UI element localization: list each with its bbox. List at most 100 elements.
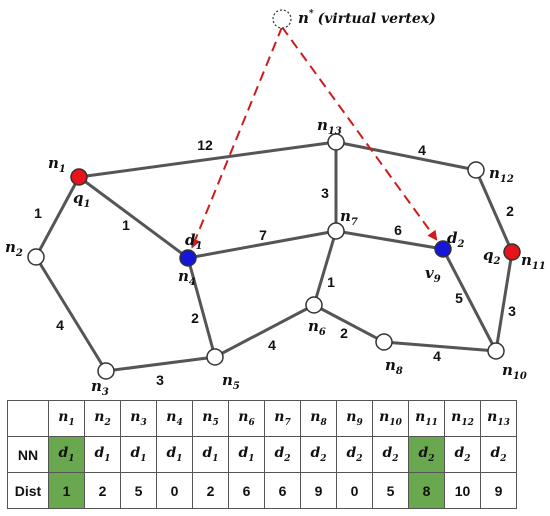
edge-weight-n7-n6: 1 xyxy=(327,274,335,290)
edge-n7-n9 xyxy=(335,229,444,251)
table-col-header-8: n8 xyxy=(300,400,337,437)
nodes-layer xyxy=(27,9,521,380)
table-cell: d2 xyxy=(444,436,481,473)
table-col-header-3: n3 xyxy=(120,400,157,437)
edge-n11-n10 xyxy=(494,251,514,352)
table-cell: 10 xyxy=(444,472,481,509)
edge-n8-n10 xyxy=(383,340,497,353)
table-col-header-5: n5 xyxy=(192,400,229,437)
table-cell: 0 xyxy=(156,472,193,509)
virtual-edge-to-n4 xyxy=(190,26,283,249)
node-n5 xyxy=(206,348,224,366)
edge-weight-n2-n3: 4 xyxy=(56,317,64,333)
virtual-vertex xyxy=(272,9,292,29)
table-cell: 1 xyxy=(48,472,85,509)
node-n13 xyxy=(327,133,345,151)
edge-n2-n3 xyxy=(34,256,108,372)
table-col-header-11: n11 xyxy=(408,400,445,437)
node-label-n11: n11 xyxy=(521,251,546,272)
edge-weight-n5-n6: 4 xyxy=(268,337,276,353)
edge-n7-n6 xyxy=(312,230,338,306)
table-row-label: NN xyxy=(7,436,49,473)
node-tag-n9: d2 xyxy=(447,229,465,250)
node-label-n10: n10 xyxy=(502,361,527,382)
node-label-n9: v9 xyxy=(425,264,441,285)
edge-n13-n12 xyxy=(335,140,477,172)
table-col-header-1: n1 xyxy=(48,400,85,437)
node-n11 xyxy=(503,243,521,261)
node-n8 xyxy=(375,333,393,351)
table-col-header-2: n2 xyxy=(84,400,121,437)
edge-n1-n4 xyxy=(78,175,189,260)
edge-weight-n1-n2: 1 xyxy=(34,205,42,221)
table-cell: 9 xyxy=(300,472,337,509)
edge-n3-n5 xyxy=(105,355,216,373)
node-labels-layer: n*(virtual vertex)n1q1n2n3n4d1n5n6n7n8v9… xyxy=(5,9,546,395)
table-cell: 6 xyxy=(264,472,301,509)
virtual-vertex-label: n*(virtual vertex) xyxy=(298,9,436,27)
node-n3 xyxy=(97,362,115,380)
node-label-n2: n2 xyxy=(5,238,23,259)
edge-weight-n8-n10: 4 xyxy=(433,348,441,364)
table-cell: d1 xyxy=(192,436,229,473)
node-label-n13: n13 xyxy=(317,116,342,137)
node-label-n5: n5 xyxy=(222,371,240,392)
table-cell: 5 xyxy=(372,472,409,509)
edge-n4-n7 xyxy=(187,229,337,260)
edge-weight-n11-n10: 3 xyxy=(508,303,516,319)
edge-weight-n7-n9: 6 xyxy=(394,222,402,238)
table-cell: 2 xyxy=(192,472,229,509)
table-col-header-7: n7 xyxy=(264,400,301,437)
table-cell: d1 xyxy=(48,436,85,473)
node-label-n7: n7 xyxy=(340,207,358,228)
node-n6 xyxy=(305,296,323,314)
table-cell: 9 xyxy=(480,472,517,509)
table-cell: d2 xyxy=(264,436,301,473)
node-label-n6: n6 xyxy=(308,317,326,338)
node-label-n3: n3 xyxy=(91,377,109,395)
node-label-n1: n1 xyxy=(48,154,66,175)
table-cell: 5 xyxy=(120,472,157,509)
node-n7 xyxy=(327,222,345,240)
node-n2 xyxy=(27,248,45,266)
table-col-header-10: n10 xyxy=(372,400,409,437)
node-n4 xyxy=(179,249,197,267)
edge-weight-n1-n13: 12 xyxy=(197,137,213,153)
table-cell: d2 xyxy=(480,436,517,473)
edge-n4-n5 xyxy=(186,257,217,358)
table-col-header-4: n4 xyxy=(156,400,193,437)
table-cell: d1 xyxy=(120,436,157,473)
edge-weight-n13-n7: 3 xyxy=(321,185,329,201)
edge-n1-n2 xyxy=(34,176,81,258)
table-col-header-6: n6 xyxy=(228,400,265,437)
table-cell: 6 xyxy=(228,472,265,509)
table-row-label: Dist xyxy=(7,472,49,509)
table-cell: d2 xyxy=(300,436,337,473)
edge-n6-n8 xyxy=(313,303,385,344)
table-col-header-13: n13 xyxy=(480,400,517,437)
edge-weight-n6-n8: 2 xyxy=(340,325,348,341)
node-tag-n1: q1 xyxy=(73,189,90,210)
edges-layer xyxy=(34,140,514,373)
edge-n9-n10 xyxy=(441,248,498,352)
table-cell: 2 xyxy=(84,472,121,509)
edge-n12-n11 xyxy=(474,169,514,253)
edge-n1-n13 xyxy=(78,140,337,179)
node-n9 xyxy=(434,240,452,258)
table-cell: d1 xyxy=(228,436,265,473)
node-n10 xyxy=(487,342,505,360)
node-n12 xyxy=(467,161,485,179)
edge-weight-n4-n5: 2 xyxy=(191,310,199,326)
table-cell: 0 xyxy=(336,472,373,509)
node-tag-n11: q2 xyxy=(483,246,501,267)
table-cell: d2 xyxy=(336,436,373,473)
table-cell: d2 xyxy=(372,436,409,473)
edge-weight-n12-n11: 2 xyxy=(506,203,514,219)
table-corner-cell xyxy=(7,400,49,437)
node-tag-n4: d1 xyxy=(185,231,202,252)
